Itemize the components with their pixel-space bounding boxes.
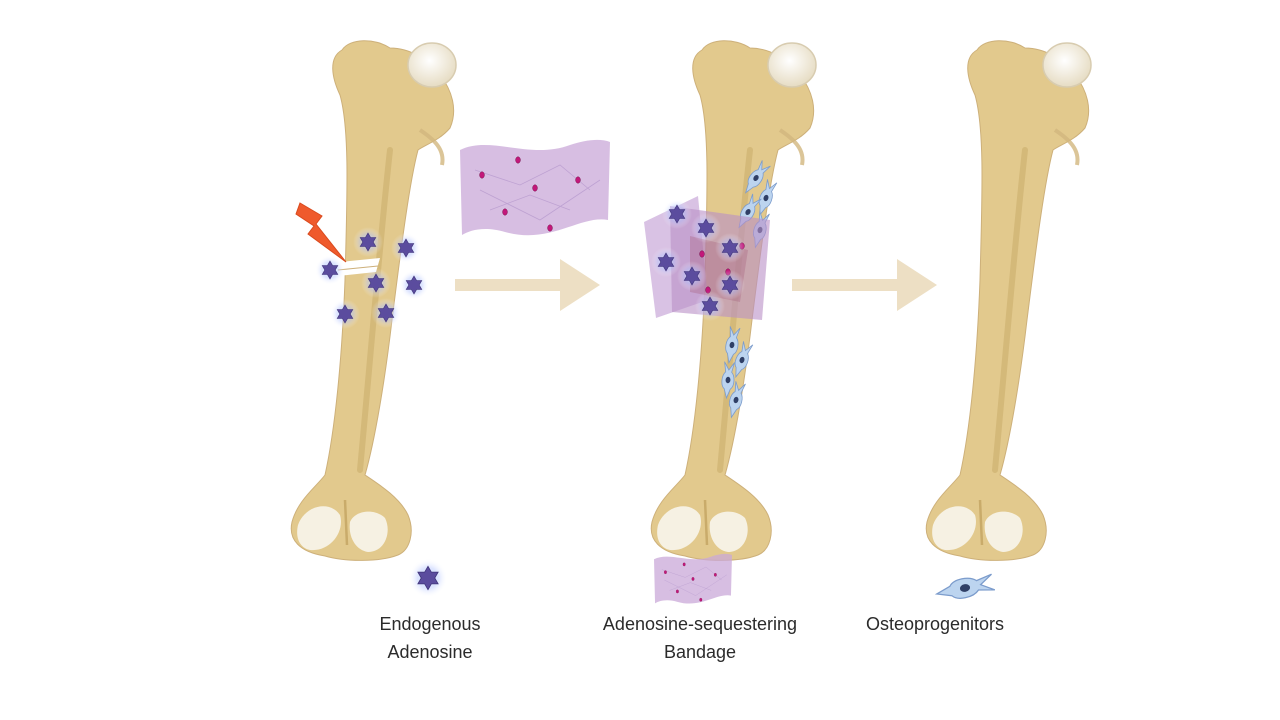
legend-adenosine-line1: Endogenous [379, 614, 481, 634]
legend-bandage-label: Adenosine-sequestering Bandage [575, 610, 825, 666]
healed-bone [926, 41, 1091, 561]
legend-adenosine-label: Endogenous Adenosine [330, 610, 530, 666]
legend-adenosine-line2: Adenosine [387, 642, 473, 662]
legend-bandage-line2: Bandage [663, 642, 737, 662]
legend-bandage-line1: Adenosine-sequestering [602, 614, 798, 634]
legend-osteoprogenitor-icon [934, 571, 996, 605]
fractured-bone [291, 41, 456, 561]
legend-bandage-icon [653, 553, 733, 604]
lightning-icon [295, 202, 347, 263]
bandaged-bone [644, 41, 816, 561]
arrow-right-icon [455, 259, 600, 311]
arrow-right-icon [792, 259, 937, 311]
legend-adenosine-icon [408, 558, 448, 598]
legend-osteoprogenitor-line1: Osteoprogenitors [865, 614, 1005, 634]
adenosine-cluster [314, 226, 430, 330]
legend-osteoprogenitor-label: Osteoprogenitors [835, 610, 1035, 638]
adenosine-sequestering-bandage [459, 139, 611, 236]
